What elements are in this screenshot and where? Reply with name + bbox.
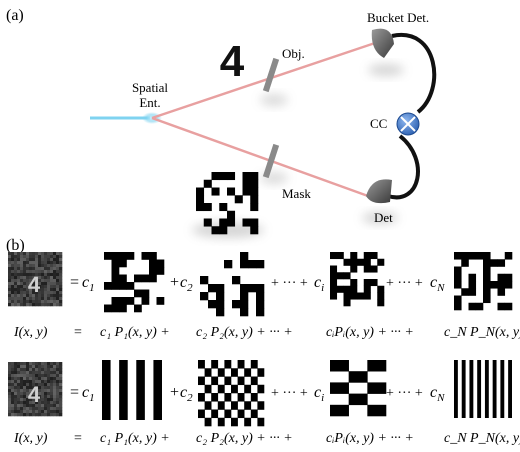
object-arm-beam xyxy=(151,40,379,120)
coef-c1-row2: c1 xyxy=(82,384,95,404)
correlator-label: CC xyxy=(370,116,387,131)
equals-row2: = xyxy=(70,384,79,401)
coef-ci-row2: ci xyxy=(314,384,324,404)
pattern-P1-row1 xyxy=(104,252,165,313)
formula-term1-row1: c₁ P₁(x, y) + xyxy=(100,325,170,340)
panel-b-label: (b) xyxy=(6,237,25,254)
mask-plate xyxy=(262,143,280,179)
detector-cable xyxy=(387,32,437,200)
equals-row1: = xyxy=(70,274,79,291)
recon-glyph-row2: 4 xyxy=(28,382,41,407)
detector-label: Det xyxy=(374,210,393,225)
coef-c2-row1: c2 xyxy=(180,274,193,294)
det-shadow xyxy=(362,212,398,224)
ellipsis-row1-b: + ··· + xyxy=(386,276,423,291)
formula-term1-row2: c₁ P₁(x, y) + xyxy=(100,431,170,446)
reference-arm-beam xyxy=(151,116,369,198)
formula-term3-row1: cᵢPᵢ(x, y) + ··· + xyxy=(326,325,414,340)
pattern-P2-row2 xyxy=(198,360,265,427)
object-plate xyxy=(262,57,280,93)
recon-glyph-row1: 4 xyxy=(28,272,41,297)
reconstruction-image-row1: 4 xyxy=(8,252,63,307)
formula-term4-row1: c_N P_N(x, y) xyxy=(444,325,520,340)
reconstruction-image-row2: 4 xyxy=(8,362,63,417)
pattern-P2-row1 xyxy=(200,252,265,317)
pattern-Pi-row1 xyxy=(330,252,385,307)
formula-equals-row2: = xyxy=(74,431,82,446)
pattern-P1-row2 xyxy=(102,360,162,420)
correlator-icon xyxy=(396,112,420,136)
coef-cN-row1: cN xyxy=(430,274,445,294)
bucket-detector xyxy=(371,28,394,58)
obj-shadow xyxy=(260,94,288,106)
mask-pattern xyxy=(196,172,259,235)
formula-lhs-row2: I(x, y) xyxy=(13,431,48,446)
formula-term2-row2: c₂ P₂(x, y) + ··· + xyxy=(196,431,293,446)
coef-c2-row2: c2 xyxy=(180,384,193,404)
coef-ci-row1: ci xyxy=(314,274,324,294)
source-label-line1: Spatial xyxy=(132,80,168,95)
object-glyph: 4 xyxy=(220,37,245,86)
formula-term4-row2: c_N P_N(x, y) xyxy=(444,431,520,446)
formula-lhs-row1: I(x, y) xyxy=(13,325,48,340)
ellipsis-row2-a: + ··· + xyxy=(271,386,308,401)
formula-equals-row1: = xyxy=(74,325,82,340)
coef-cN-row2: cN xyxy=(430,384,445,404)
pattern-PN-row2 xyxy=(454,360,512,418)
ellipsis-row1-a: + ··· + xyxy=(271,276,308,291)
mask-label: Mask xyxy=(282,186,311,201)
panel-a-label: (a) xyxy=(6,7,24,24)
source-label-line2: Ent. xyxy=(139,95,160,110)
pixel-detector xyxy=(366,179,392,204)
ellipsis-row2-b: + ··· + xyxy=(386,386,423,401)
plus-row2-a: + xyxy=(170,384,179,401)
plus-row1-a: + xyxy=(170,274,179,291)
formula-term2-row1: c₂ P₂(x, y) + ··· + xyxy=(196,325,293,340)
bucket-detector-label: Bucket Det. xyxy=(367,10,429,25)
bucket-shadow xyxy=(368,64,404,76)
pattern-Pi-row2 xyxy=(330,360,387,417)
obj-label: Obj. xyxy=(282,46,305,61)
coef-c1-row1: c1 xyxy=(82,274,95,294)
formula-term3-row2: cᵢPᵢ(x, y) + ··· + xyxy=(326,431,414,446)
pattern-PN-row1 xyxy=(454,252,513,311)
